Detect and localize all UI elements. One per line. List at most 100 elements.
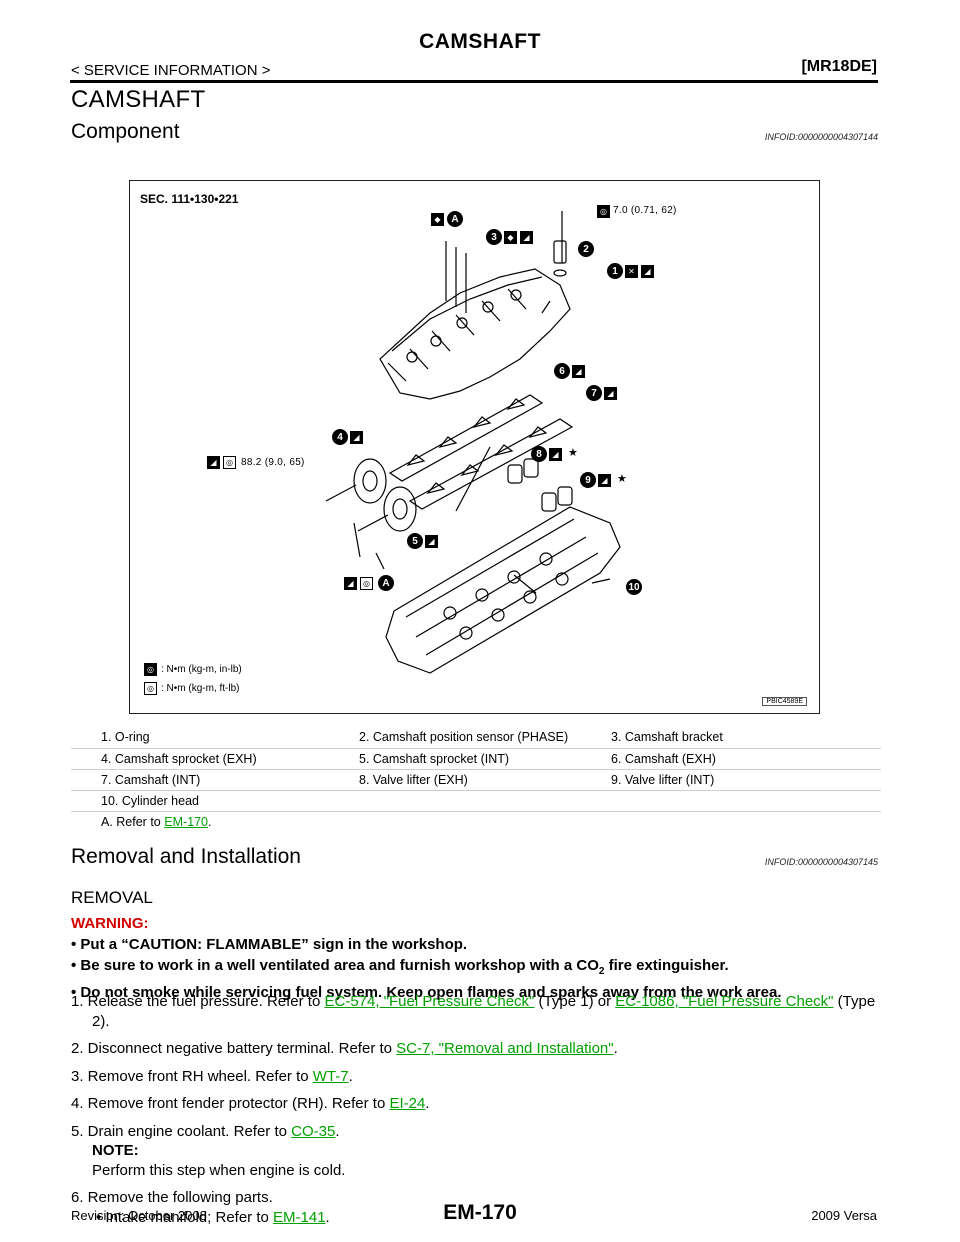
step-text: . [335, 1122, 340, 1140]
table-row: A. Refer to EM-170. [71, 810, 881, 832]
parts-legend-table: 1. O-ring 2. Camshaft position sensor (P… [71, 727, 881, 832]
header-rule [70, 80, 878, 83]
torque-wrench-icon: ◎ [360, 577, 373, 590]
step-text: 3. Remove front RH wheel. Refer to [71, 1067, 313, 1085]
warning-item: Do not smoke while servicing fuel system… [71, 982, 891, 1003]
component-heading: Component [71, 120, 180, 143]
step-sub-item: Intake manifold; Refer to EM-141. [92, 1208, 891, 1228]
ref-prefix: A. Refer to [101, 814, 165, 829]
oil-icon: ◢ [572, 365, 585, 378]
link-ei-24[interactable]: EI-24 [389, 1095, 426, 1112]
figure-sec-label: SEC. 111•130•221 [140, 192, 239, 206]
footer-model: 2009 Versa [811, 1208, 877, 1223]
cylinder-head-shape [385, 506, 621, 674]
replace-icon: ◆ [504, 231, 517, 244]
step-text: 5. Drain engine coolant. Refer to [71, 1122, 292, 1140]
valve-lifter-exh-shape [507, 464, 523, 484]
warning-text: Put a “CAUTION: FLAMMABLE” sign in the w… [80, 936, 468, 953]
torque-wrench-icon: ◎ [597, 205, 610, 218]
step-4: 4. Remove front fender protector (RH). R… [71, 1094, 891, 1114]
table-row: 4. Camshaft sprocket (EXH) 5. Camshaft s… [71, 747, 881, 769]
link-ec-1086[interactable]: EC-1086, "Fuel Pressure Check" [615, 993, 834, 1010]
star-icon: ★ [617, 473, 627, 485]
note-heading: NOTE: [92, 1142, 139, 1159]
torque-wrench-icon: ◎ [144, 663, 157, 676]
removal-subheading: REMOVAL [71, 888, 153, 907]
legend-nm-in-text: : N•m (kg-m, in-lb) [161, 664, 242, 675]
callout-a-top: A [447, 211, 463, 227]
step-text: . [325, 1208, 330, 1226]
table-cell: 2. Camshaft position sensor (PHASE) [359, 730, 569, 745]
sprocket-exh-shape [353, 458, 387, 504]
component-figure: SEC. 111•130•221 ◎ 7.0 (0.71, 62) ◆ A 3 … [129, 180, 820, 714]
link-ec-574[interactable]: EC-574, "Fuel Pressure Check" [324, 993, 535, 1010]
table-cell: 3. Camshaft bracket [611, 730, 723, 745]
table-cell: 7. Camshaft (INT) [71, 768, 329, 790]
warning-item: Be sure to work in a well ventilated are… [71, 955, 891, 982]
warning-text: Do not smoke while servicing fuel system… [80, 984, 782, 1001]
camshaft-int-shape [408, 418, 574, 510]
oil-icon: ◢ [425, 535, 438, 548]
step-2: 2. Disconnect negative battery terminal.… [71, 1039, 891, 1059]
table-row: 1. O-ring 2. Camshaft position sensor (P… [71, 727, 881, 748]
callout-8: 8 [531, 446, 547, 462]
ref-suffix: . [208, 814, 212, 829]
figure-code: PBIC4589E [762, 697, 807, 706]
legend-nm-ft: ◎ : N•m (kg-m, ft-lb) [144, 682, 240, 695]
link-wt-7[interactable]: WT-7 [312, 1067, 349, 1085]
step-text: (Type 1) or [534, 993, 616, 1010]
link-co-35[interactable]: CO-35 [291, 1122, 336, 1140]
link-em-141[interactable]: EM-141 [273, 1208, 326, 1226]
reference-cell: A. Refer to EM-170. [71, 810, 881, 832]
legend-nm-ft-text: : N•m (kg-m, ft-lb) [161, 683, 240, 694]
link-sc-7[interactable]: SC-7, "Removal and Installation" [396, 1040, 614, 1057]
step-1: 1. Release the fuel pressure. Refer to E… [71, 992, 891, 1031]
header-model: [MR18DE] [801, 58, 877, 75]
removal-steps: 1. Release the fuel pressure. Refer to E… [71, 992, 891, 1235]
step-5: 5. Drain engine coolant. Refer to CO-35.… [71, 1122, 891, 1181]
camshaft-exh-shape [388, 394, 544, 482]
oil-icon: ◢ [598, 474, 611, 487]
torque-wrench-icon: ◎ [223, 456, 236, 469]
table-cell [581, 789, 881, 811]
removal-infoid: INFOID:0000000004307145 [764, 857, 878, 867]
table-cell: 4. Camshaft sprocket (EXH) [71, 747, 329, 769]
oil-icon: ◢ [207, 456, 220, 469]
callout-6: 6 [554, 363, 570, 379]
oil-icon: ◢ [520, 231, 533, 244]
table-cell: 5. Camshaft sprocket (INT) [329, 747, 581, 769]
step-6: 6. Remove the following parts. Intake man… [71, 1188, 891, 1227]
step-text: (Type 2). [92, 993, 876, 1030]
note-text: Perform this step when engine is cold. [92, 1161, 346, 1179]
sealant-icon: ◆ [431, 213, 444, 226]
table-row: 7. Camshaft (INT) 8. Valve lifter (EXH) … [71, 768, 881, 790]
warning-list: Put a “CAUTION: FLAMMABLE” sign in the w… [71, 934, 891, 1003]
ref-link-em-170[interactable]: EM-170 [164, 814, 209, 829]
removal-heading: Removal and Installation [71, 845, 301, 868]
callout-7: 7 [586, 385, 602, 401]
camshaft-bracket-shape [379, 268, 571, 400]
step-text: . [348, 1067, 353, 1085]
step-text: Intake manifold; Refer to [105, 1208, 274, 1226]
warning-text: fire extinguisher. [604, 957, 729, 974]
legend-nm-in: ◎ : N•m (kg-m, in-lb) [144, 663, 242, 676]
step-text: 1. Release the fuel pressure. Refer to [71, 993, 325, 1010]
footer-revision: Revision: October 2008 [71, 1208, 207, 1223]
table-cell [329, 789, 581, 811]
callout-5: 5 [407, 533, 423, 549]
oil-icon: ◢ [344, 577, 357, 590]
oil-icon: ◢ [641, 265, 654, 278]
warning-subscript: 2 [598, 966, 605, 977]
o-ring-shape [553, 269, 567, 277]
star-icon: ★ [568, 447, 578, 459]
callout-3: 3 [486, 229, 502, 245]
callout-1: 1 [607, 263, 623, 279]
table-cell: 10. Cylinder head [71, 789, 329, 811]
table-row: 10. Cylinder head [71, 789, 881, 811]
torque-mid-value: 88.2 (9.0, 65) [241, 457, 305, 468]
table-cell: 8. Valve lifter (EXH) [329, 768, 581, 790]
do-not-reuse-icon: ✕ [625, 265, 638, 278]
callout-a-bottom: A [378, 575, 394, 591]
table-cell: 6. Camshaft (EXH) [581, 747, 881, 769]
step-text: 6. Remove the following parts. [71, 1189, 273, 1206]
